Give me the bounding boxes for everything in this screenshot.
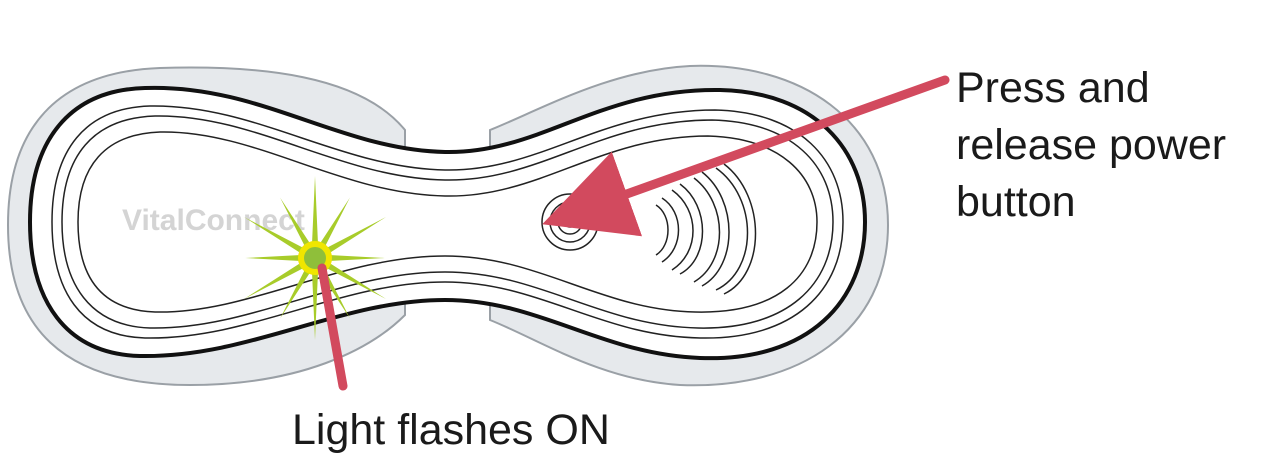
- power-callout-line-1: Press and: [956, 64, 1150, 112]
- device-inner-rim-3: [77, 131, 818, 313]
- brand-logo: VitalConnect: [122, 204, 305, 237]
- device-outline: [27, 85, 868, 361]
- device-inner-rim-2: [61, 115, 834, 329]
- light-callout: Light flashes ON: [292, 406, 610, 454]
- power-arrow: [542, 75, 950, 237]
- power-callout-line-3: button: [956, 178, 1076, 226]
- light-pointer-line: [317, 263, 348, 391]
- signal-waves-icon: [655, 163, 757, 295]
- power-callout-line-2: release power: [956, 121, 1227, 169]
- power-button-callout: Press and release power button: [956, 60, 1226, 231]
- concentric-circles-icon: [541, 193, 599, 251]
- device-inner-rim-1: [51, 105, 844, 339]
